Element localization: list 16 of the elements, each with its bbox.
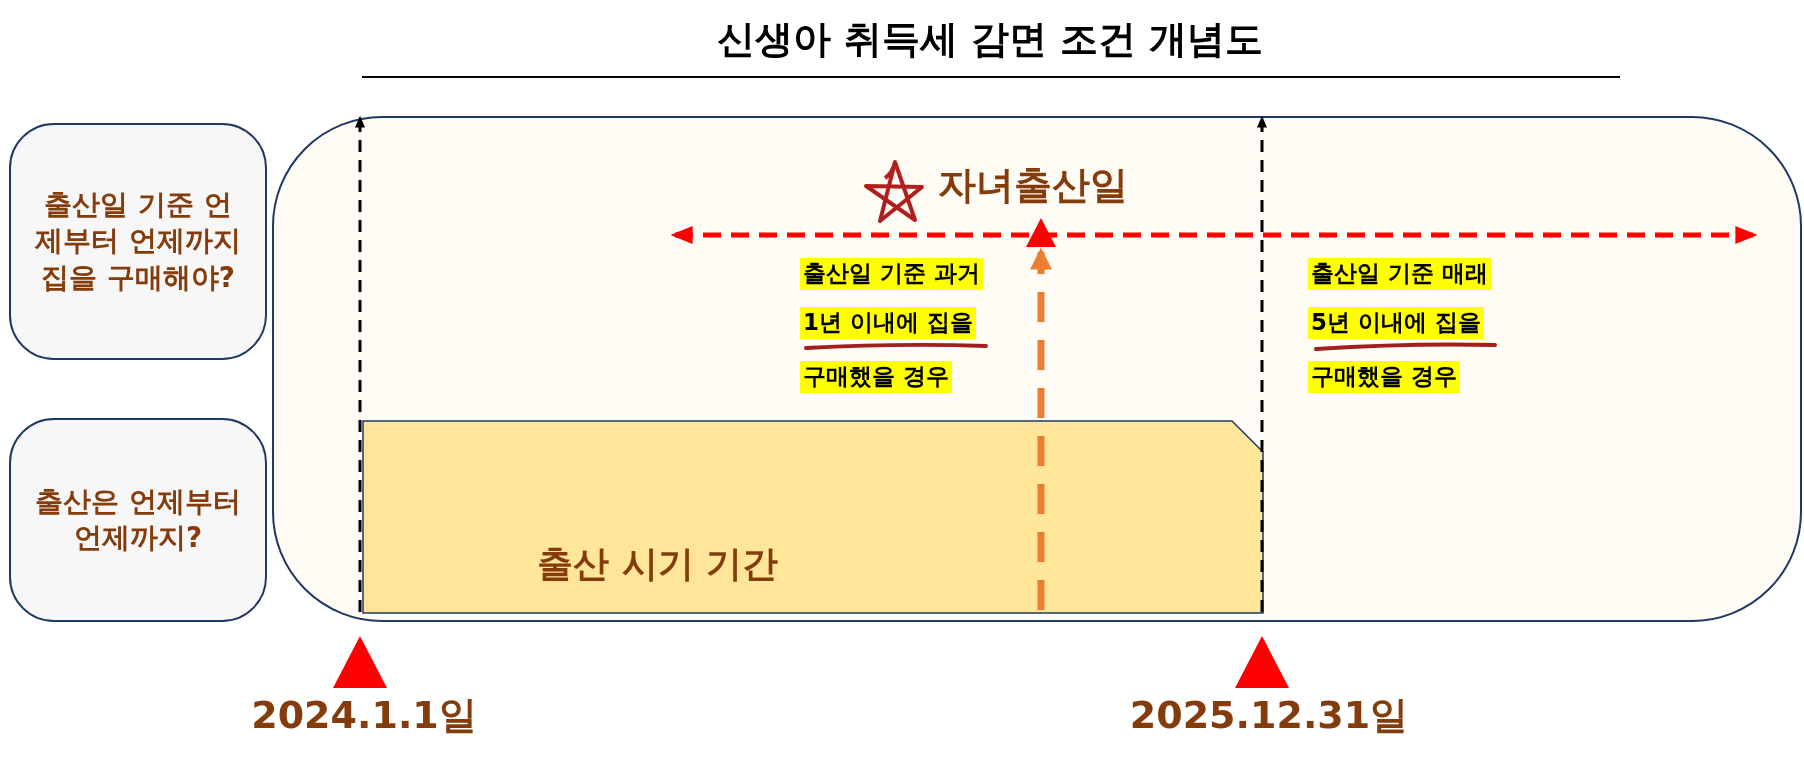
highlighted-text: 구매했을 경우 — [1308, 361, 1460, 393]
highlighted-text: 5년 이내에 집을 — [1308, 307, 1485, 339]
date-label: 2024.1.1일 — [251, 692, 477, 739]
highlighted-text: 구매했을 경우 — [800, 361, 952, 393]
highlighted-text: 출산일 기준 매래 — [1308, 258, 1491, 290]
dashed-arrow — [355, 115, 365, 612]
title: 신생아 취득세 감면 조건 개념도 — [716, 16, 1264, 63]
highlighted-text: 출산일 기준 과거 — [800, 258, 983, 290]
period-box: 출산 시기 기간 — [362, 420, 1264, 614]
highlighted-text: 1년 이내에 집을 — [800, 307, 977, 339]
timeline-panel — [272, 116, 1802, 622]
question-box: 출산은 언제부터 언제까지? — [9, 418, 267, 622]
question-box: 출산일 기준 언제부터 언제까지 집을 구매해야? — [9, 123, 267, 360]
dashed-arrow — [1257, 115, 1267, 612]
date-label: 2025.12.31일 — [1129, 692, 1409, 739]
event-label: 자녀출산일 — [938, 162, 1128, 209]
